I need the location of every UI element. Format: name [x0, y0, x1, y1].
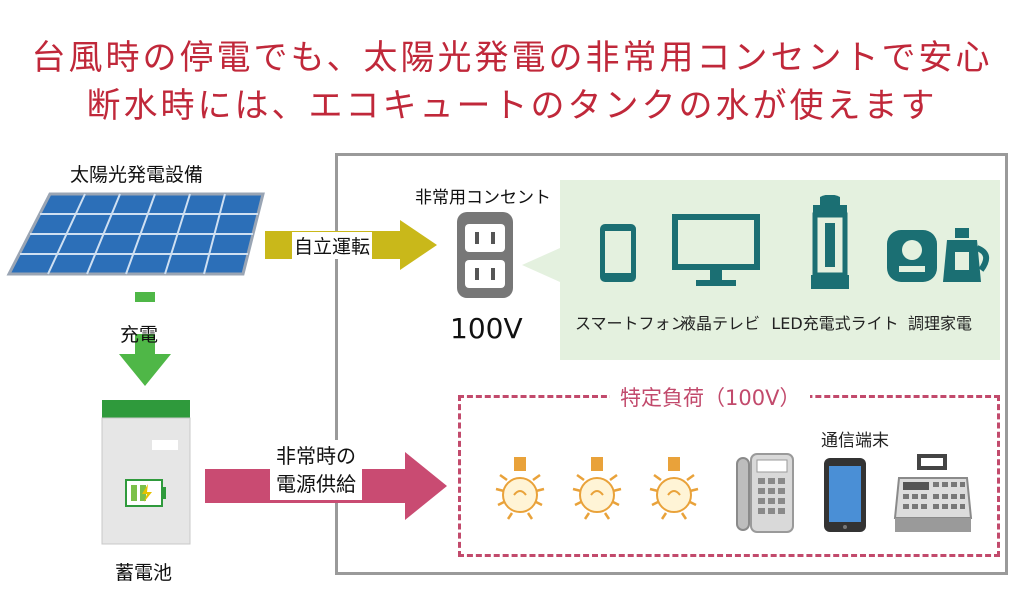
outlet-title: 非常用コンセント — [415, 188, 551, 208]
emergency-label-line2: 電源供給 — [276, 472, 356, 496]
headline-line1: 台風時の停電でも、太陽光発電の非常用コンセントで安心 — [31, 38, 993, 78]
comm-terminal-label: 通信端末 — [821, 431, 889, 451]
light-bulb-icon — [572, 457, 622, 520]
outlet-icon — [457, 212, 513, 298]
smartphone-icon — [600, 224, 636, 282]
specific-load-title: 特定負荷（100V） — [610, 382, 811, 412]
emergency-label: 非常時の 電源供給 — [270, 440, 362, 500]
battery-label: 蓄電池 — [115, 562, 173, 584]
home-frame — [335, 153, 1008, 575]
solar-panel-icon — [6, 192, 265, 276]
light-bulb-icon — [495, 457, 545, 520]
led-lantern-icon — [811, 195, 849, 289]
outlet-pointer — [522, 248, 560, 282]
cash-register-icon — [893, 454, 973, 532]
battery-unit — [101, 400, 191, 545]
appliance-label-led-light: LED充電式ライト — [771, 314, 899, 333]
telephone-icon — [736, 453, 794, 533]
smartphone-icon — [824, 458, 866, 532]
charge-label: 充電 — [120, 324, 159, 346]
tv-icon — [672, 214, 760, 286]
light-bulb-icon — [649, 457, 699, 520]
independent-label: 自立運転 — [292, 232, 373, 259]
appliance-label-smartphone: スマートフォン — [575, 314, 687, 333]
charge-arrow — [119, 292, 171, 386]
appliance-label-tv: 液晶テレビ — [679, 314, 760, 333]
cooking-appliance-icon — [887, 228, 990, 282]
headline-line2: 断水時には、エコキュートのタンクの水が使えます — [86, 86, 938, 126]
outlet-voltage: 100V — [450, 312, 523, 345]
appliance-label-cooking: 調理家電 — [907, 314, 972, 333]
emergency-label-line1: 非常時の — [276, 444, 356, 468]
solar-label: 太陽光発電設備 — [70, 164, 204, 186]
